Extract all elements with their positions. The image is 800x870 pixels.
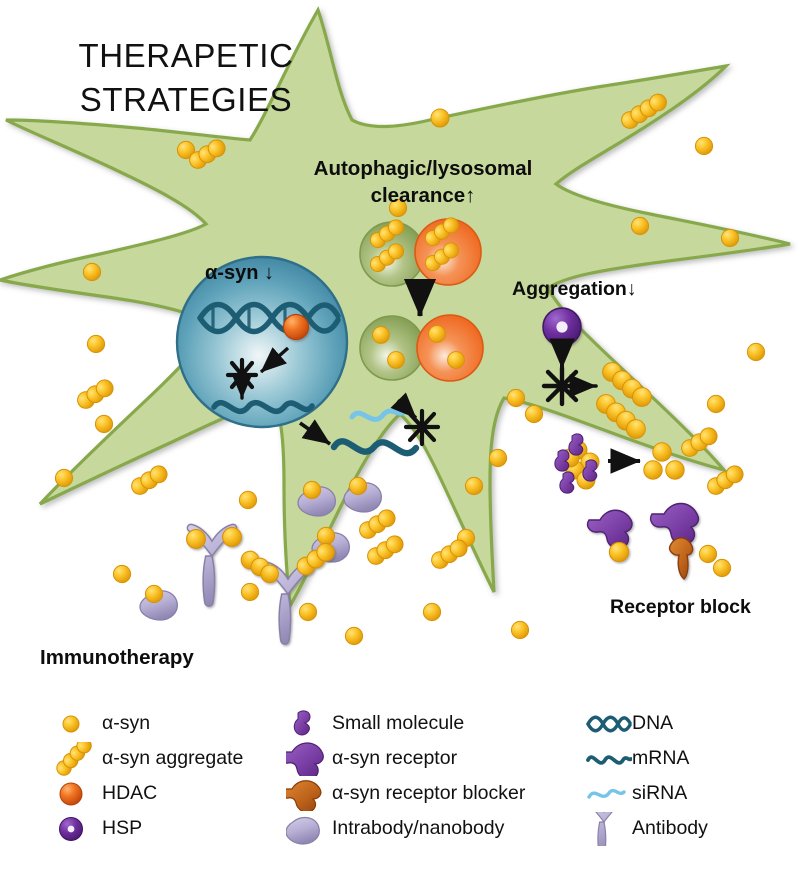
legend-item-small-molecule: Small molecule (286, 706, 525, 741)
autophagy-label: Autophagic/lysosomal clearance↑ (278, 155, 568, 209)
cytoplasmic-mrna (330, 438, 420, 457)
hsp-icon (56, 812, 102, 846)
hsp-molecule (542, 307, 582, 347)
legend-column-3: DNA mRNA siRNA (586, 706, 708, 846)
lysosome-bottom (416, 314, 484, 382)
sirna-icon (586, 777, 632, 811)
asyn-monomers-scatter (54, 108, 766, 646)
legend-label: Antibody (632, 817, 708, 839)
receptor-block-label: Receptor block (610, 596, 751, 618)
aggregation-label-text: Aggregation (512, 278, 627, 300)
asyn-down-arrow-icon: ↓ (263, 262, 274, 284)
legend-item-intrabody-nanobody: Intrabody/nanobody (286, 811, 525, 846)
legend-label: HDAC (102, 782, 158, 804)
legend-item-sirna: siRNA (586, 776, 708, 811)
autophagy-label-line2: clearance (370, 184, 466, 208)
hdac-to-block-arrow (259, 346, 290, 374)
autophagy-up-arrow-icon: ↑ (465, 184, 476, 208)
intrabody-nanobody-icon (286, 812, 332, 846)
figure-title-line2: STRATEGIES (79, 80, 293, 118)
legend-item-mrna: mRNA (586, 741, 708, 776)
legend-label: Small molecule (332, 712, 465, 734)
legend-column-1: α-syn α-syn aggregate (56, 706, 243, 846)
hdac-icon (56, 777, 102, 811)
asyn-receptor-bound (586, 509, 633, 563)
mrna-icon (586, 742, 632, 776)
antibody-1 (186, 523, 242, 607)
nuclear-mrna (211, 399, 315, 415)
legend-item-dna: DNA (586, 706, 708, 741)
legend-item-hsp: HSP (56, 811, 243, 846)
legend-item-hdac: HDAC (56, 776, 243, 811)
autophagy-label-line1: Autophagic/lysosomal (313, 157, 533, 180)
aggregation-down-arrow-icon: ↓ (626, 278, 637, 300)
asyn-monomer-icon (56, 707, 102, 741)
legend-label: α-syn receptor blocker (332, 782, 526, 804)
nucleus (175, 255, 349, 429)
asyn-nucleus-label-text: α-syn (205, 262, 259, 284)
asyn-receptor-blocker-icon (286, 777, 332, 811)
legend-label: Intrabody/nanobody (332, 817, 505, 839)
transcription-block-symbol (225, 357, 259, 400)
translation-block-symbol (403, 408, 441, 447)
hdac-molecule (282, 313, 310, 341)
legend: α-syn α-syn aggregate (0, 706, 800, 870)
legend-item-antibody: Antibody (586, 811, 708, 846)
antibody-icon (586, 811, 632, 846)
asyn-aggregate-icon (56, 741, 102, 776)
antibody-2 (240, 542, 335, 645)
legend-label: α-syn receptor (332, 747, 458, 769)
legend-item-asyn-aggregate: α-syn aggregate (56, 741, 243, 776)
asyn-nucleus-label: α-syn ↓ (205, 262, 274, 285)
small-molecule-disaggregation (554, 433, 685, 494)
legend-label: HSP (102, 817, 143, 839)
dna-icon (586, 707, 632, 741)
legend-label: α-syn aggregate (102, 747, 244, 769)
figure-title: THERAPETIC STRATEGIES (46, 34, 326, 121)
legend-label: α-syn (102, 712, 151, 734)
asyn-receptor-blocked (649, 502, 700, 580)
legend-column-2: Small molecule α-syn receptor (286, 706, 525, 846)
legend-label: DNA (632, 712, 674, 734)
legend-item-asyn-receptor-blocker: α-syn receptor blocker (286, 776, 525, 811)
intrabody-group (139, 476, 382, 621)
asyn-aggregate-cluster-right (596, 362, 652, 439)
asyn-aggregates-scatter (77, 93, 744, 569)
asyn-receptor-icon (286, 741, 332, 776)
lysosome-top (414, 217, 482, 286)
legend-item-asyn: α-syn (56, 706, 243, 741)
aggregation-block-symbol (541, 365, 598, 407)
aggregation-label: Aggregation↓ (512, 278, 637, 301)
immunotherapy-label: Immunotherapy (40, 646, 194, 669)
figure-title-line1: THERAPETIC (78, 37, 294, 74)
legend-item-asyn-receptor: α-syn receptor (286, 741, 525, 776)
autophagosome-top (359, 219, 425, 287)
legend-label: siRNA (632, 782, 688, 804)
export-arrow (298, 419, 332, 446)
dna-helix (197, 301, 341, 335)
legend-label: mRNA (632, 747, 690, 769)
small-molecule-icon (286, 707, 332, 741)
autophagosome-bottom (359, 315, 425, 381)
